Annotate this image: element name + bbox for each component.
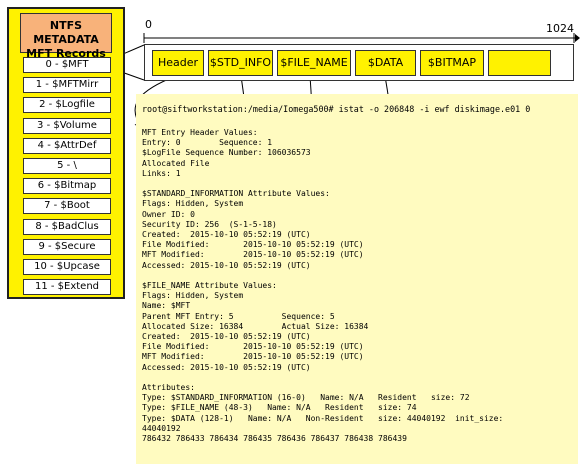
mft-record-11: 11 - $Extend	[23, 279, 111, 296]
mft-record-1: 1 - $MFTMirr	[23, 77, 111, 94]
terminal-command: root@siftworkstation:/media/Iomega500# i…	[142, 104, 531, 114]
terminal-line: 44040192	[142, 423, 181, 433]
terminal-line: MFT Modified: 2015-10-10 05:52:19 (UTC)	[142, 250, 364, 260]
terminal-line: MFT Modified: 2015-10-10 05:52:19 (UTC)	[142, 352, 364, 362]
terminal-line: Allocated File	[142, 158, 210, 168]
mft-record-5: 5 - \	[23, 158, 111, 174]
terminal-line: Security ID: 256 (S-1-5-18)	[142, 219, 277, 229]
file-name-box: $FILE_NAME	[277, 50, 351, 76]
ntfs-metadata-panel: NTFS METADATA MFT Records 0 - $MFT 1 - $M…	[7, 7, 125, 299]
terminal-line: Flags: Hidden, System	[142, 199, 244, 209]
mft-record-9: 9 - $Secure	[23, 238, 111, 255]
mft-record-10: 10 - $Upcase	[23, 259, 111, 275]
mft-record-3: 3 - $Volume	[23, 117, 111, 134]
axis-arrowhead	[575, 34, 580, 42]
std-info-box: $STD_INFO	[208, 50, 273, 76]
terminal-line: MFT Entry Header Values:	[142, 128, 258, 137]
panel-title-line2: MFT Records	[26, 47, 106, 60]
terminal-line: Type: $FILE_NAME (48-3) Name: N/A Reside…	[142, 403, 417, 413]
mft-record-7: 7 - $Boot	[23, 198, 111, 215]
terminal-line: Type: $DATA (128-1) Name: N/A Non-Reside…	[142, 413, 504, 423]
terminal-line: Allocated Size: 16384 Actual Size: 16384	[142, 321, 369, 331]
istat-output: root@siftworkstation:/media/Iomega500# i…	[136, 94, 578, 464]
header-box: Header	[152, 50, 204, 76]
mft-record-0: 0 - $MFT	[23, 57, 111, 73]
terminal-line: File Modified: 2015-10-10 05:52:19 (UTC)	[142, 240, 364, 250]
mft-record-8: 8 - $BadClus	[23, 218, 111, 235]
terminal-line: Entry: 0 Sequence: 1	[142, 138, 273, 148]
terminal-line: Type: $STANDARD_INFORMATION (16-0) Name:…	[142, 393, 470, 403]
bitmap-box: $BITMAP	[420, 50, 484, 76]
data-box: $DATA	[355, 50, 416, 76]
terminal-line: Links: 1	[142, 168, 181, 178]
terminal-line: File Modified: 2015-10-10 05:52:19 (UTC)	[142, 342, 364, 352]
terminal-line: $LogFile Sequence Number: 106036573	[142, 148, 311, 158]
panel-title: NTFS METADATA MFT Records	[20, 13, 112, 60]
mft-record-4: 4 - $AttrDef	[23, 137, 111, 154]
terminal-line: Accessed: 2015-10-10 05:52:19 (UTC)	[142, 260, 311, 270]
mft-record-2: 2 - $Logfile	[23, 97, 111, 114]
terminal-line: Parent MFT Entry: 5 Sequence: 5	[142, 311, 335, 321]
panel-title-line1: NTFS METADATA	[33, 19, 99, 46]
terminal-line: $FILE_NAME Attribute Values:	[142, 281, 277, 290]
axis-end-label: 1024	[546, 22, 574, 35]
terminal-line: Name: $MFT	[142, 301, 191, 311]
mft-record-6: 6 - $Bitmap	[23, 178, 111, 195]
terminal-line: 786432 786433 786434 786435 786436 78643…	[142, 434, 407, 443]
axis-start-label: 0	[145, 18, 152, 31]
terminal-line: Attributes:	[142, 383, 195, 392]
empty-attr-box	[488, 50, 551, 76]
terminal-line: Created: 2015-10-10 05:52:19 (UTC)	[142, 230, 311, 239]
terminal-line: $STANDARD_INFORMATION Attribute Values:	[142, 189, 330, 199]
terminal-line: Created: 2015-10-10 05:52:19 (UTC)	[142, 332, 311, 341]
terminal-line: Owner ID: 0	[142, 209, 195, 219]
terminal-line: Accessed: 2015-10-10 05:52:19 (UTC)	[142, 362, 311, 372]
terminal-line: Flags: Hidden, System	[142, 291, 244, 301]
